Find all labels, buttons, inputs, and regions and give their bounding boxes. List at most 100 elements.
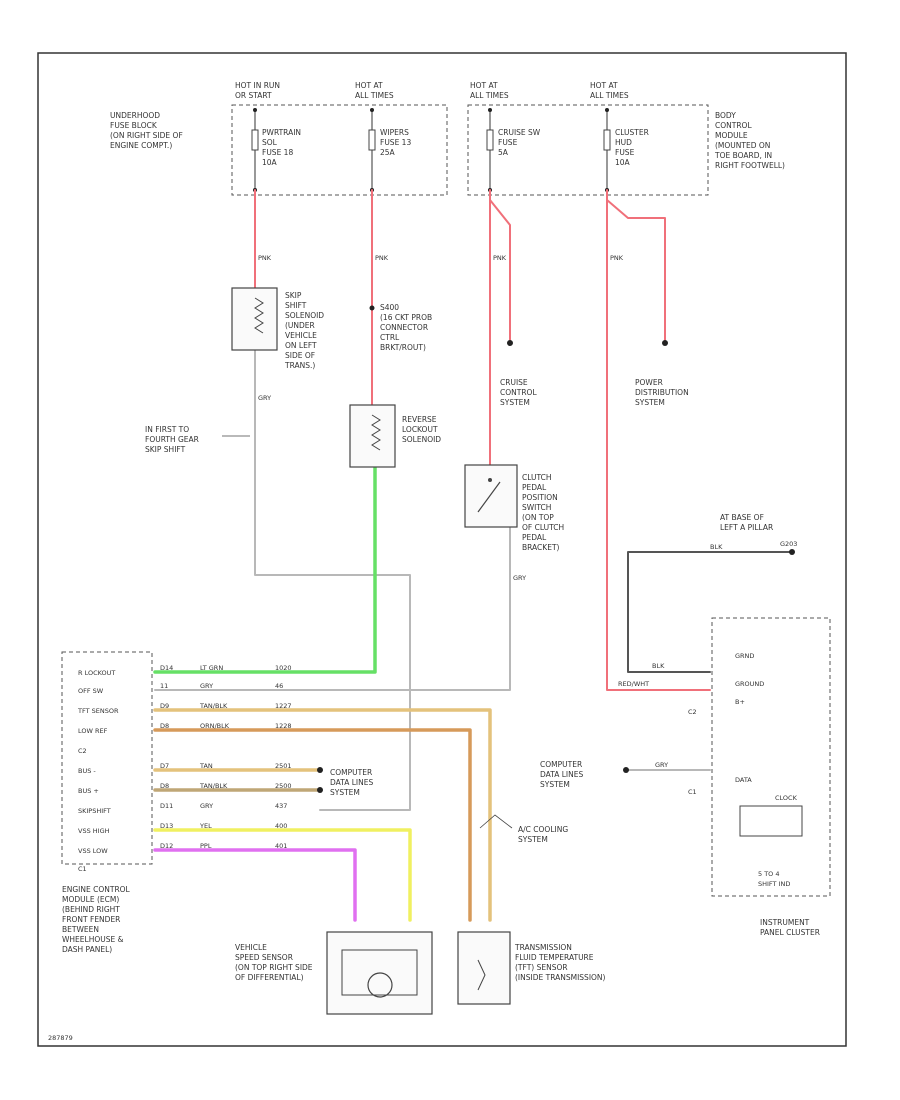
ecm-wire-color: GRY xyxy=(200,682,213,690)
ecm-pin-label: R LOCKOUT xyxy=(78,669,115,677)
diagram-frame xyxy=(37,52,847,1047)
wire-cluster-a xyxy=(606,189,711,691)
clock-circuit-icon xyxy=(739,805,803,837)
ipc-pin-ground: GROUND xyxy=(735,680,764,688)
wire-label-clutch-out: GRY xyxy=(513,574,526,582)
ecm-circuit-number: 400 xyxy=(275,822,287,830)
bus-plus-end xyxy=(317,787,323,793)
solenoid-coil-icon xyxy=(254,297,264,334)
ecm-circuit-number: 1020 xyxy=(275,664,292,672)
wire-tft-orange xyxy=(153,728,472,922)
wire-label-fuse2: PNK xyxy=(375,254,389,262)
ecm-wire-color: GRY xyxy=(200,802,213,810)
wire-tft-tan xyxy=(153,708,492,922)
wire-label-data: GRY xyxy=(655,761,668,769)
ipc-pin-data: DATA xyxy=(735,776,752,784)
power-distribution-terminal xyxy=(662,340,668,346)
ecm-wire-color: PPL xyxy=(200,842,212,850)
switch-icon xyxy=(477,481,501,513)
ecm-pin-number: D8 xyxy=(160,782,169,790)
ecm-pin-label: C2 xyxy=(78,747,87,755)
wire-vss-high xyxy=(153,828,412,922)
bus-minus-end xyxy=(317,767,323,773)
ipc-connector-c1: C1 xyxy=(688,788,697,796)
ecm-circuit-number: 437 xyxy=(275,802,287,810)
ecm-circuit-number: 1228 xyxy=(275,722,292,730)
wire-labels: PNK PNK PNK PNK BLK RED/WHT GRY BLK GRY … xyxy=(258,254,723,769)
wire-ground xyxy=(627,551,791,673)
ecm-wire-color: ORN/BLK xyxy=(200,722,230,730)
thermistor-icon xyxy=(477,959,486,991)
ecm-pin-label: C1 xyxy=(78,865,87,873)
vss-inner xyxy=(341,949,418,996)
ecm-pin-label: SKIPSHIFT xyxy=(78,807,111,815)
wire-clutch-out xyxy=(154,527,511,691)
body-control-module-box xyxy=(467,104,709,196)
ecm-pin-number: D13 xyxy=(160,822,173,830)
ecm-pin-label: LOW REF xyxy=(78,727,108,735)
wire-label-ground: BLK xyxy=(710,543,723,551)
ecm-pin-number: 11 xyxy=(160,682,168,690)
ecm-pin-label: OFF SW xyxy=(78,687,104,695)
ecm-pin-number: D8 xyxy=(160,722,169,730)
wire-label-ipc-bplus: RED/WHT xyxy=(618,680,649,688)
ecm-pin-label: BUS + xyxy=(78,787,99,795)
wire-cluster-b xyxy=(606,199,666,341)
ipc-box xyxy=(711,617,831,897)
ecm-box xyxy=(61,651,153,865)
ecm-circuit-number: 401 xyxy=(275,842,287,850)
switch-pivot xyxy=(488,478,492,482)
ecm-wire-color: YEL xyxy=(199,822,212,830)
ecm-wire-color: TAN xyxy=(199,762,213,770)
wire-label-ipc-grnd: BLK xyxy=(652,662,665,670)
wire-label-fuse1: PNK xyxy=(258,254,272,262)
ipc-connector-c2: C2 xyxy=(688,708,697,716)
wires xyxy=(153,189,795,922)
ipc-pin-clock: CLOCK xyxy=(775,794,798,802)
s400-splice xyxy=(369,305,375,311)
ipc-pin-grnd: GRND xyxy=(735,652,754,660)
ground-g203 xyxy=(789,549,795,555)
clutch-switch-box xyxy=(464,464,518,528)
wire-vss-low xyxy=(153,848,357,922)
arrow-icon xyxy=(479,814,513,829)
ecm-pin-label: BUS - xyxy=(78,767,96,775)
ecm-pin-number: D7 xyxy=(160,762,169,770)
ecm-pin-number: D9 xyxy=(160,702,169,710)
wire-label-fuse4: PNK xyxy=(610,254,624,262)
vss-gear-icon xyxy=(367,972,393,998)
ecm-pin-label: TFT SENSOR xyxy=(77,707,119,715)
underhood-fuse-block xyxy=(231,104,448,196)
wire-skip-return xyxy=(254,349,411,811)
ecm-pin-label: VSS LOW xyxy=(78,847,108,855)
ecm-pin-number: D12 xyxy=(160,842,173,850)
skip-shift-box xyxy=(231,287,278,351)
